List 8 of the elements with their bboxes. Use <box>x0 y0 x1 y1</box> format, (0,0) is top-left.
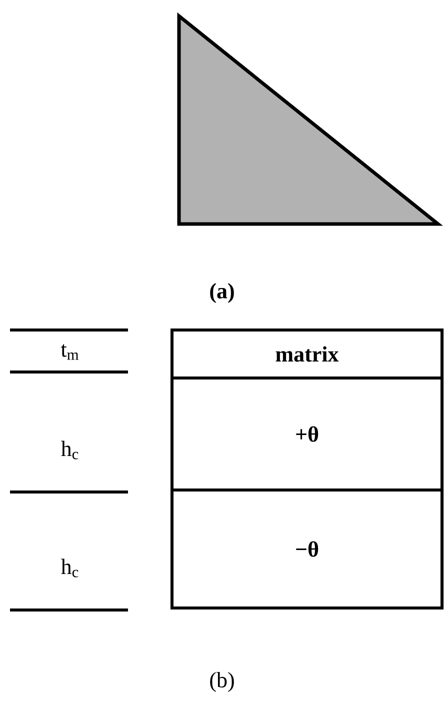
figure-label: (b) <box>210 672 234 692</box>
table-cell: −θ <box>170 488 444 610</box>
figure-label: (a) <box>210 283 234 303</box>
table-cell: +θ <box>170 376 444 492</box>
layer-label: h$_{c}$ <box>61 558 78 578</box>
layer-label: h$_{c}$ <box>61 440 78 460</box>
table-cell: matrix <box>170 328 444 380</box>
layer-label: t$_{m}$ <box>60 344 79 360</box>
